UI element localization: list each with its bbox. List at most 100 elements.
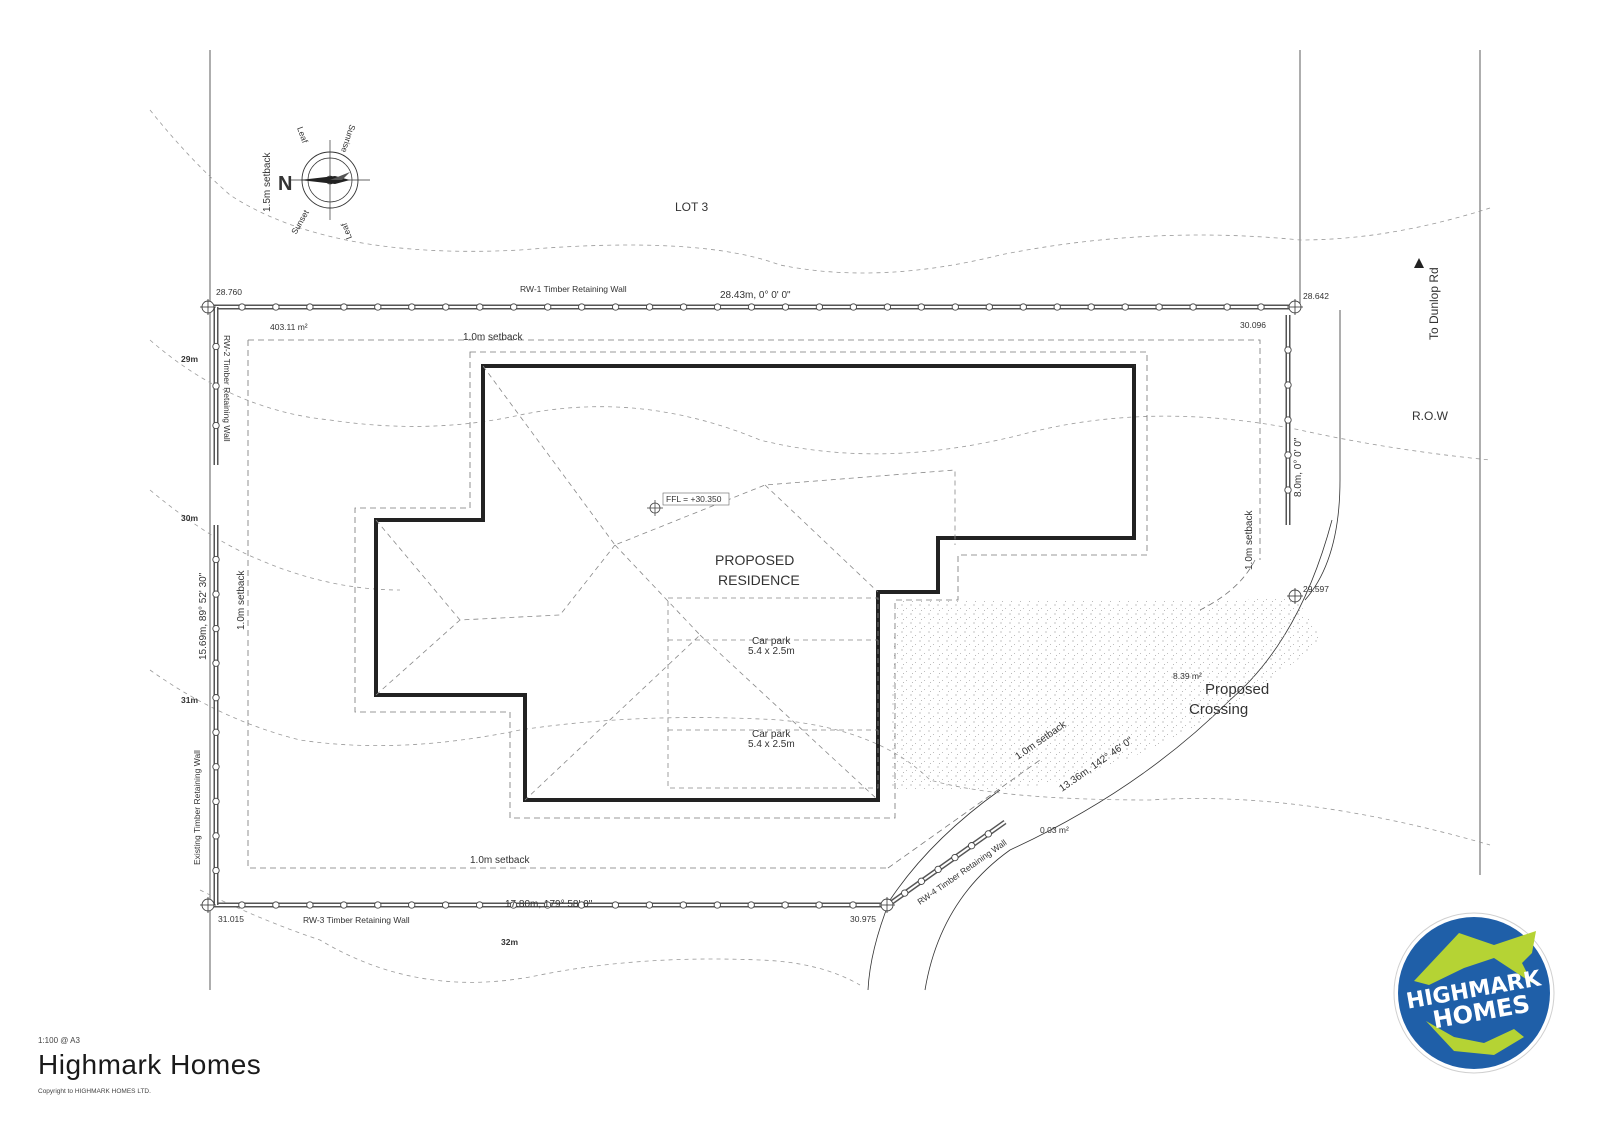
rw4-retaining-wall bbox=[886, 819, 1007, 908]
compass-mark-se: Leaf bbox=[339, 221, 354, 241]
level-ne-inner: 30.096 bbox=[1240, 320, 1266, 330]
retaining-wall-post bbox=[212, 832, 220, 840]
retaining-wall-post bbox=[408, 901, 416, 909]
retaining-wall-post bbox=[212, 763, 220, 771]
retaining-wall-post bbox=[781, 901, 789, 909]
retaining-wall-post bbox=[212, 694, 220, 702]
retaining-wall-post bbox=[1284, 416, 1292, 424]
retaining-wall-post bbox=[306, 901, 314, 909]
level-e: 29.597 bbox=[1303, 584, 1329, 594]
road-arrow-icon bbox=[1414, 258, 1424, 268]
rw2-retaining-wall bbox=[212, 307, 220, 465]
setback-north-label: 1.0m setback bbox=[463, 332, 523, 343]
retaining-wall-post bbox=[883, 303, 892, 311]
contour-32m: 32m bbox=[501, 937, 518, 947]
retaining-wall-post bbox=[544, 303, 552, 311]
ffl-marker: FFL = +30.350 bbox=[647, 492, 730, 516]
dim-right-label: 8.0m, 0° 0' 0" bbox=[1293, 437, 1304, 497]
retaining-wall-post bbox=[611, 303, 620, 311]
retaining-wall-post bbox=[815, 901, 823, 909]
retaining-wall-post bbox=[713, 901, 721, 909]
boundary-markers bbox=[200, 299, 1303, 913]
retaining-wall-post bbox=[679, 901, 687, 909]
rw3-retaining-wall bbox=[208, 901, 887, 909]
crossing-label-line2: Crossing bbox=[1189, 701, 1248, 718]
retaining-wall-post bbox=[1121, 303, 1129, 311]
retaining-wall-post bbox=[781, 303, 790, 311]
level-nw: 28.760 bbox=[216, 287, 242, 297]
retaining-wall-post bbox=[212, 797, 220, 806]
retaining-wall-post bbox=[374, 303, 382, 311]
setback-west-label: 1.0m setback bbox=[236, 570, 247, 630]
small-area-label: 0.03 m² bbox=[1040, 825, 1069, 835]
retaining-wall-post bbox=[272, 901, 280, 909]
highmark-logo: HIGHMARK HOMES bbox=[1393, 912, 1555, 1074]
carpark1-size: 5.4 x 2.5m bbox=[748, 646, 795, 657]
retaining-wall-post bbox=[1284, 381, 1292, 389]
retaining-wall-post bbox=[212, 624, 220, 633]
retaining-wall-post bbox=[476, 303, 484, 311]
retaining-wall-post bbox=[951, 303, 959, 311]
site-area-label: 403.11 m² bbox=[270, 322, 308, 332]
retaining-wall-post bbox=[1284, 451, 1292, 459]
retaining-wall-post bbox=[212, 659, 220, 667]
retaining-wall-post bbox=[212, 866, 220, 875]
compass-mark-nw: Leaf bbox=[295, 125, 310, 145]
retaining-wall-post bbox=[543, 901, 552, 909]
retaining-wall-post bbox=[917, 303, 925, 311]
existing-retaining-wall bbox=[212, 525, 220, 905]
retaining-wall-post bbox=[951, 853, 959, 862]
ffl-label: FFL = +30.350 bbox=[666, 494, 722, 504]
contour-31m: 31m bbox=[181, 695, 198, 705]
drawing-scale: 1:100 @ A3 bbox=[38, 1036, 80, 1045]
retaining-wall-post bbox=[1053, 303, 1061, 311]
contour-lines bbox=[149, 109, 1491, 986]
retaining-wall-post bbox=[1189, 303, 1197, 311]
compass bbox=[290, 140, 370, 220]
retaining-wall-post bbox=[408, 303, 416, 311]
retaining-wall-post bbox=[934, 865, 942, 874]
level-sw: 31.015 bbox=[218, 914, 244, 924]
rw1-label: RW-1 Timber Retaining Wall bbox=[520, 284, 627, 294]
compass-mark-sw: Sunset bbox=[289, 208, 311, 236]
existing-wall-label: Existing Timber Retaining Wall bbox=[192, 750, 202, 865]
retaining-wall-post bbox=[212, 382, 220, 390]
retaining-wall-post bbox=[901, 889, 909, 897]
dim-left-label: 15.69m, 89° 52' 30" bbox=[198, 572, 209, 660]
retaining-wall-post bbox=[238, 303, 246, 311]
carpark2-size: 5.4 x 2.5m bbox=[748, 739, 795, 750]
roof-lines bbox=[375, 365, 956, 801]
rw3-label: RW-3 Timber Retaining Wall bbox=[303, 915, 410, 925]
crossing-label-line1: Proposed bbox=[1205, 681, 1269, 698]
to-road-label: To Dunlop Rd bbox=[1427, 267, 1441, 340]
retaining-wall-post bbox=[510, 303, 518, 311]
retaining-wall-post bbox=[1019, 303, 1027, 311]
rw2-label: RW-2 Timber Retaining Wall bbox=[222, 335, 232, 442]
retaining-wall-post bbox=[679, 303, 688, 311]
retaining-wall-post bbox=[747, 901, 755, 909]
retaining-wall-post bbox=[1087, 303, 1095, 311]
retaining-wall-post bbox=[747, 303, 756, 311]
retaining-wall-post bbox=[1155, 303, 1163, 311]
row-label: R.O.W bbox=[1412, 409, 1449, 423]
retaining-wall-post bbox=[645, 901, 654, 909]
retaining-wall-post bbox=[442, 303, 450, 311]
lot-label: LOT 3 bbox=[675, 200, 708, 214]
retaining-wall-post bbox=[1257, 303, 1265, 311]
retaining-wall-post bbox=[212, 590, 220, 598]
rw4-label: RW-4 Timber Retaining Wall bbox=[915, 837, 1008, 906]
logo-swoosh-icon bbox=[1426, 1021, 1524, 1055]
retaining-wall-post bbox=[645, 303, 654, 311]
crossing-area-label: 8.39 m² bbox=[1173, 671, 1202, 681]
retaining-wall-post bbox=[272, 303, 280, 311]
retaining-wall-post bbox=[713, 303, 722, 311]
company-name: Highmark Homes bbox=[38, 1049, 262, 1080]
retaining-wall-post bbox=[340, 901, 348, 909]
eaves-outline bbox=[354, 351, 1148, 819]
contour-29m: 29m bbox=[181, 354, 198, 364]
dim-top-label: 28.43m, 0° 0' 0" bbox=[720, 290, 791, 301]
setback-lines bbox=[247, 339, 1261, 869]
retaining-wall-post bbox=[611, 901, 620, 909]
retaining-wall-post bbox=[212, 421, 220, 430]
